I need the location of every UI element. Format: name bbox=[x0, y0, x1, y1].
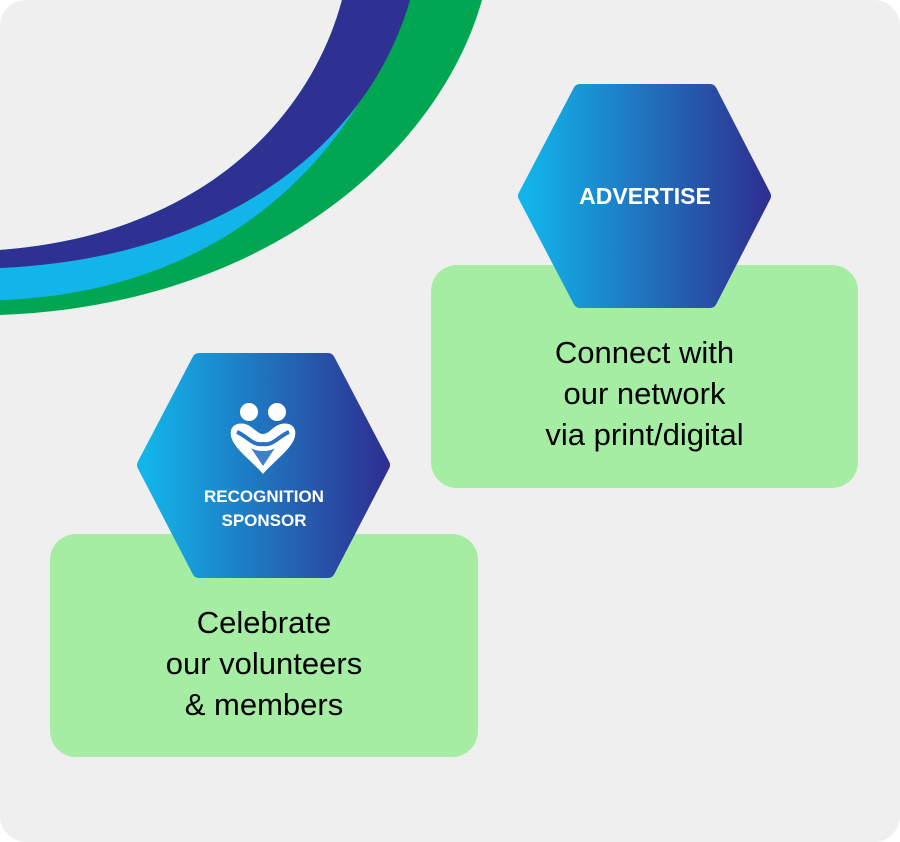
description-line: our network bbox=[563, 376, 726, 411]
description-line: Celebrate bbox=[196, 605, 332, 640]
title-line: SPONSOR bbox=[221, 511, 307, 530]
recognition-description: Celebrate our volunteers & members bbox=[50, 602, 478, 725]
recognition-title: RECOGNITION SPONSOR bbox=[136, 485, 392, 533]
title-line: RECOGNITION bbox=[204, 487, 324, 506]
navy-arc bbox=[0, 0, 410, 268]
description-line: our volunteers bbox=[165, 646, 363, 681]
advertise-description: Connect with our network via print/digit… bbox=[431, 332, 858, 455]
description-line: via print/digital bbox=[545, 417, 744, 452]
description-line: Connect with bbox=[554, 335, 735, 370]
heart-people-icon bbox=[230, 403, 296, 474]
advertise-hexagon bbox=[518, 84, 771, 308]
advertise-title: ADVERTISE bbox=[579, 183, 711, 209]
description-line: & members bbox=[184, 687, 344, 722]
